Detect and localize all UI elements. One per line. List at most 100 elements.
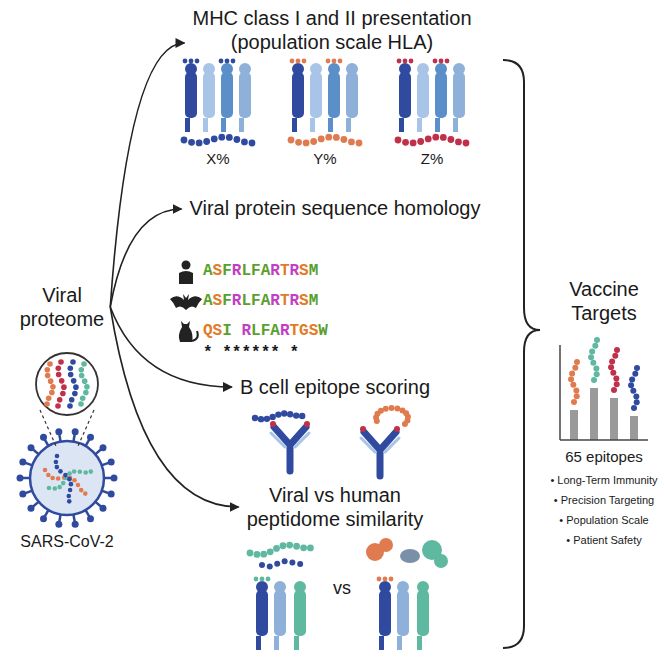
mhc-anchor bbox=[310, 118, 315, 132]
method-heading: Viral protein sequence homology bbox=[190, 196, 481, 220]
mhc-domain bbox=[346, 63, 358, 75]
peptide-bead bbox=[67, 471, 72, 476]
peptide-bead bbox=[43, 468, 48, 473]
peptide-bead bbox=[417, 138, 424, 145]
method-heading: MHC class I and II presentation (populat… bbox=[167, 6, 497, 54]
mhc-molecule bbox=[221, 72, 233, 118]
mhc-molecule bbox=[346, 72, 358, 118]
peptide-bead bbox=[46, 473, 51, 478]
peptide-bead bbox=[289, 560, 295, 566]
antibody bbox=[361, 438, 399, 452]
peptide-bead bbox=[73, 384, 79, 390]
peptide-bead bbox=[634, 365, 640, 371]
peptide-bead bbox=[591, 377, 597, 383]
peptide-bead bbox=[260, 577, 265, 582]
peptide-bead bbox=[226, 134, 233, 141]
peptide-bead bbox=[300, 544, 307, 551]
peptide-bead bbox=[266, 577, 271, 582]
peptide-bead bbox=[608, 364, 614, 370]
mhc-molecule bbox=[453, 72, 465, 118]
chart-bar bbox=[570, 410, 578, 440]
label-text: Z% bbox=[421, 150, 444, 168]
mhc-molecule bbox=[256, 590, 268, 636]
method-heading: Viral vs human peptidome similarity bbox=[220, 483, 450, 531]
peptide-bead bbox=[569, 370, 575, 376]
mhc-molecule bbox=[294, 590, 306, 636]
mhc-domain bbox=[453, 63, 465, 75]
peptide-bead bbox=[287, 411, 293, 417]
mhc-molecule bbox=[274, 590, 286, 636]
peptide-bead bbox=[68, 372, 74, 378]
mhc-anchor bbox=[203, 118, 208, 132]
heading-text: Viral vs human peptidome similarity bbox=[220, 483, 450, 531]
peptide-bead bbox=[47, 361, 53, 367]
mhc-anchor bbox=[417, 118, 422, 132]
peptide-bead bbox=[612, 353, 618, 359]
peptide-bead bbox=[78, 367, 84, 373]
flow-arrow bbox=[110, 307, 232, 387]
peptide-bead bbox=[307, 545, 314, 552]
peptide-bead bbox=[439, 59, 444, 64]
peptide-bead bbox=[258, 416, 264, 422]
mhc-domain bbox=[417, 63, 429, 75]
peptide-bead bbox=[340, 136, 347, 143]
label-text: • Patient Safety bbox=[566, 534, 641, 547]
peptide-bead bbox=[613, 376, 619, 382]
heading-text: Viral protein sequence homology bbox=[190, 196, 481, 220]
peptide-bead bbox=[259, 562, 265, 568]
virus-spike bbox=[40, 515, 47, 522]
mhc-molecule bbox=[185, 72, 197, 118]
heading-text: Vaccine Targets bbox=[549, 277, 659, 325]
virus-spike bbox=[111, 475, 118, 482]
peptide-bead bbox=[377, 577, 382, 582]
peptide-bead bbox=[60, 391, 66, 397]
result-heading: Vaccine Targets bbox=[549, 277, 659, 325]
peptide-bead bbox=[389, 577, 394, 582]
peptide-bead bbox=[264, 416, 270, 422]
virus-spike bbox=[19, 458, 26, 465]
peptide-bead bbox=[72, 469, 77, 474]
peptide-bead bbox=[395, 137, 402, 144]
peptide-bead bbox=[589, 348, 595, 354]
peptide-bead bbox=[249, 140, 256, 147]
label-text: SARS-CoV-2 bbox=[20, 532, 113, 551]
peptide-bead bbox=[282, 558, 288, 564]
peptide-bead bbox=[61, 384, 67, 390]
peptide-bead bbox=[260, 551, 267, 558]
chart-bar bbox=[610, 398, 618, 440]
peptide-bead bbox=[281, 410, 287, 416]
peptide-bead bbox=[67, 403, 73, 409]
peptide-bead bbox=[67, 477, 72, 482]
peptide-bead bbox=[402, 421, 408, 427]
mhc-molecule bbox=[328, 72, 340, 118]
peptide-bead bbox=[455, 139, 462, 146]
cat-icon bbox=[179, 321, 193, 342]
peptide-bead bbox=[402, 139, 409, 146]
peptide-bead bbox=[252, 415, 258, 421]
peptide-bead bbox=[571, 399, 577, 405]
heading-text: B cell epitope scoring bbox=[240, 375, 430, 399]
peptide-bead bbox=[614, 381, 620, 387]
peptide-bead bbox=[296, 59, 301, 64]
mhc-anchor bbox=[453, 118, 458, 132]
peptide-bead bbox=[590, 360, 596, 366]
mhc-molecule bbox=[379, 590, 391, 636]
peptide-bead bbox=[59, 378, 65, 384]
virus-spike bbox=[100, 444, 107, 451]
peptide-bead bbox=[397, 59, 402, 64]
human-icon bbox=[182, 261, 191, 270]
peptide-bead bbox=[275, 411, 281, 417]
epitope bbox=[270, 421, 276, 427]
peptide-bead bbox=[76, 483, 81, 488]
mhc-molecule bbox=[417, 72, 429, 118]
virus-spike bbox=[19, 491, 26, 498]
peptide-bead bbox=[274, 561, 280, 567]
flow-arrow bbox=[110, 307, 238, 507]
peptide-bead bbox=[433, 59, 438, 64]
peptide-bead bbox=[254, 577, 259, 582]
virus-spike bbox=[108, 491, 115, 498]
label-text: X% bbox=[206, 150, 229, 168]
peptide-bead bbox=[403, 59, 408, 64]
mhc-domain bbox=[294, 581, 306, 593]
peptide-bead bbox=[293, 543, 300, 550]
